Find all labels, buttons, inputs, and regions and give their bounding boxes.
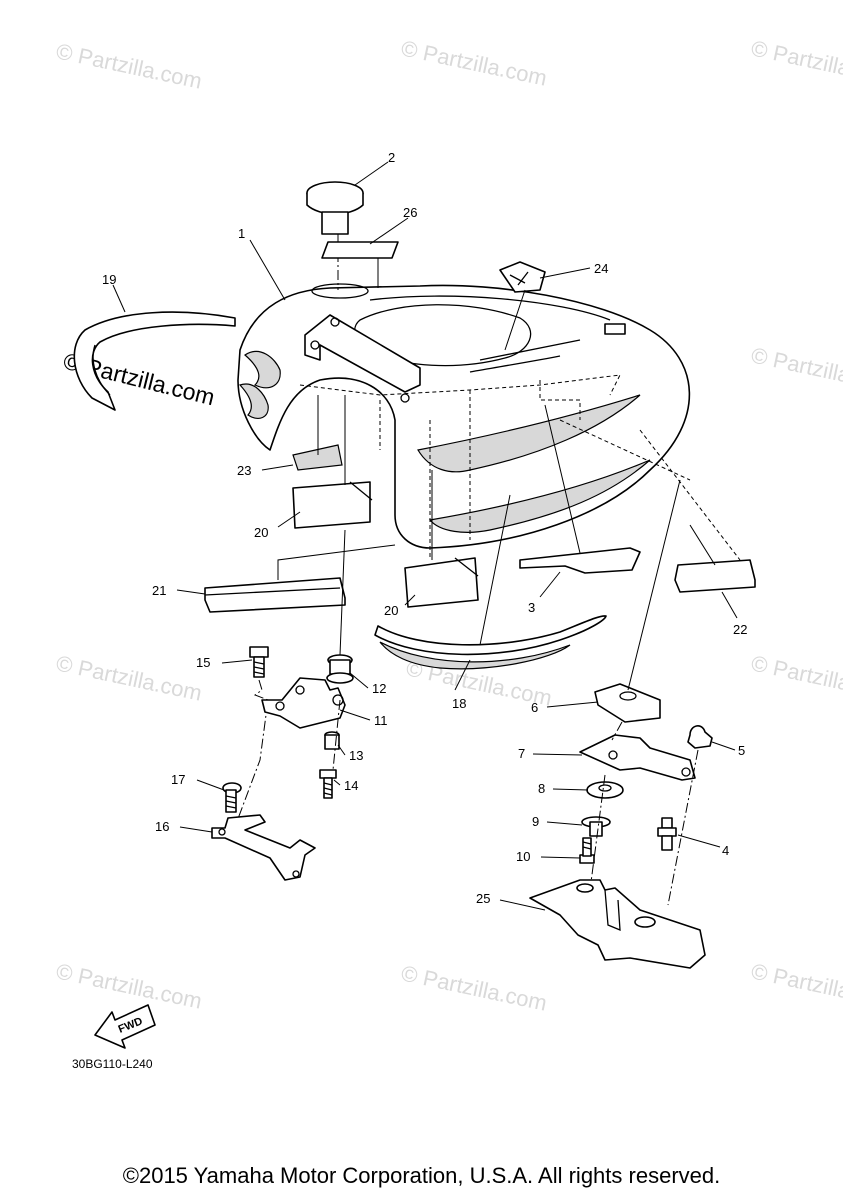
strip-tube[interactable] bbox=[73, 311, 236, 411]
callout-14[interactable]: 14 bbox=[344, 778, 358, 793]
watermark-8: © Partzilla.com bbox=[749, 650, 843, 705]
watermark-11: © Partzilla.com bbox=[749, 958, 843, 1013]
bolt-17[interactable] bbox=[222, 782, 242, 813]
callout-11[interactable]: 11 bbox=[374, 713, 388, 728]
rubber-strip[interactable] bbox=[374, 615, 607, 670]
stud-4[interactable] bbox=[657, 817, 677, 851]
bracket-25[interactable] bbox=[529, 879, 706, 969]
pad-sheet[interactable] bbox=[519, 547, 641, 574]
watermark-2: © Partzilla.com bbox=[399, 35, 549, 90]
callout-5[interactable]: 5 bbox=[738, 743, 745, 758]
hidden-lines bbox=[299, 374, 741, 561]
diagram-code: 30BG110-L240 bbox=[72, 1057, 153, 1071]
callout-15[interactable]: 15 bbox=[196, 655, 210, 670]
callout-22[interactable]: 22 bbox=[733, 622, 747, 637]
damper-left[interactable] bbox=[292, 481, 373, 529]
emblem[interactable] bbox=[499, 261, 546, 293]
filler-cap[interactable] bbox=[306, 181, 364, 290]
callout-10[interactable]: 10 bbox=[516, 849, 530, 864]
nut-5[interactable] bbox=[687, 725, 713, 749]
bolt-10[interactable] bbox=[579, 837, 595, 864]
callout-2[interactable]: 2 bbox=[388, 150, 395, 165]
grommet-12[interactable] bbox=[326, 654, 354, 684]
bolt-14[interactable] bbox=[319, 769, 337, 799]
callout-24[interactable]: 24 bbox=[594, 261, 608, 276]
damper-6[interactable] bbox=[594, 683, 661, 723]
bolt-15[interactable] bbox=[249, 646, 269, 678]
label-decal[interactable] bbox=[321, 241, 399, 259]
pad-small[interactable] bbox=[292, 444, 343, 471]
callout-9[interactable]: 9 bbox=[532, 814, 539, 829]
damper-long[interactable] bbox=[204, 577, 346, 613]
watermark-6: © Partzilla.com bbox=[54, 650, 204, 705]
callout-25[interactable]: 25 bbox=[476, 891, 490, 906]
callout-19[interactable]: 19 bbox=[102, 272, 116, 287]
damper-right[interactable] bbox=[674, 559, 756, 593]
watermark-10: © Partzilla.com bbox=[399, 960, 549, 1015]
copyright-notice: ©2015 Yamaha Motor Corporation, U.S.A. A… bbox=[122, 1163, 721, 1188]
callout-16[interactable]: 16 bbox=[155, 819, 169, 834]
callout-6[interactable]: 6 bbox=[531, 700, 538, 715]
collar-13[interactable] bbox=[324, 731, 340, 750]
callout-4[interactable]: 4 bbox=[722, 843, 729, 858]
callout-3[interactable]: 3 bbox=[528, 600, 535, 615]
collar-9[interactable] bbox=[581, 816, 611, 837]
callout-7[interactable]: 7 bbox=[518, 746, 525, 761]
callout-20-left[interactable]: 20 bbox=[254, 525, 268, 540]
bracket-11[interactable] bbox=[261, 677, 346, 729]
damper-center[interactable] bbox=[404, 557, 479, 608]
bracket-7[interactable] bbox=[579, 734, 696, 781]
callout-8[interactable]: 8 bbox=[538, 781, 545, 796]
callout-26[interactable]: 26 bbox=[403, 205, 417, 220]
callout-23[interactable]: 23 bbox=[237, 463, 251, 478]
callout-18[interactable]: 18 bbox=[452, 696, 466, 711]
callout-17[interactable]: 17 bbox=[171, 772, 185, 787]
washer-8[interactable] bbox=[586, 781, 624, 799]
bracket-16[interactable] bbox=[211, 814, 316, 881]
callout-20-center[interactable]: 20 bbox=[384, 603, 398, 618]
watermark-1: © Partzilla.com bbox=[54, 38, 204, 93]
watermark-3: © Partzilla.com bbox=[749, 35, 843, 90]
callouts: 1 2 26 24 19 23 20 21 20 3 22 15 12 11 1… bbox=[102, 150, 747, 911]
fuel-tank[interactable] bbox=[237, 283, 691, 549]
fwd-arrow-icon: FWD bbox=[94, 1004, 156, 1049]
callout-21[interactable]: 21 bbox=[152, 583, 166, 598]
watermark-4: © Partzilla.com bbox=[749, 342, 843, 397]
callout-1[interactable]: 1 bbox=[238, 226, 245, 241]
watermark-9: © Partzilla.com bbox=[54, 958, 204, 1013]
callout-13[interactable]: 13 bbox=[349, 748, 363, 763]
callout-12[interactable]: 12 bbox=[372, 681, 386, 696]
